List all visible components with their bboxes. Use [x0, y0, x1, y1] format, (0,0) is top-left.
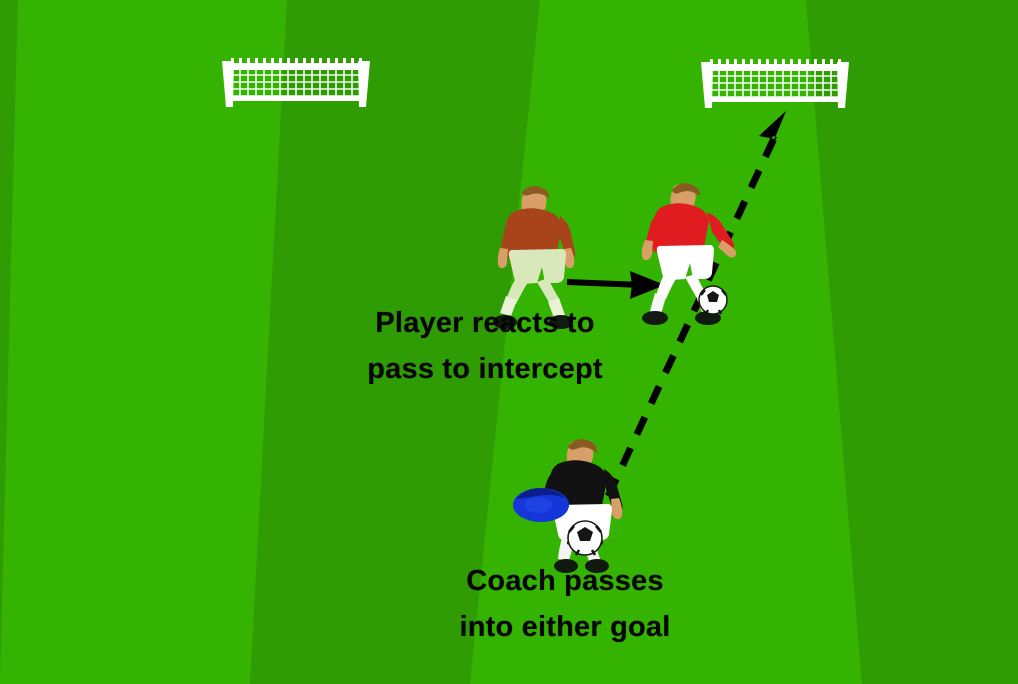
player-defender — [493, 185, 576, 329]
caption-player-line2: pass to intercept — [367, 353, 603, 385]
caption-coach-passes: Coach passes into either goal — [420, 558, 710, 650]
pass-arrow — [590, 111, 786, 529]
ball-coach — [567, 520, 603, 556]
ball-attacker — [698, 285, 728, 315]
right-goal — [700, 58, 850, 109]
react-arrow-head — [630, 271, 665, 299]
ball-bag — [513, 488, 569, 522]
caption-coach-line2: into either goal — [459, 611, 671, 643]
caption-player-reacts: Player reacts to pass to intercept — [330, 300, 640, 392]
stripe-dark-far-right — [806, 0, 1018, 684]
caption-coach-line1: Coach passes — [466, 565, 664, 597]
stripe-dark-mid — [250, 0, 540, 684]
stripe-light-left — [0, 0, 287, 684]
caption-player-line1: Player reacts to — [375, 307, 595, 339]
react-arrow — [566, 271, 665, 299]
left-goal — [221, 57, 371, 108]
player-attacker — [641, 183, 737, 325]
